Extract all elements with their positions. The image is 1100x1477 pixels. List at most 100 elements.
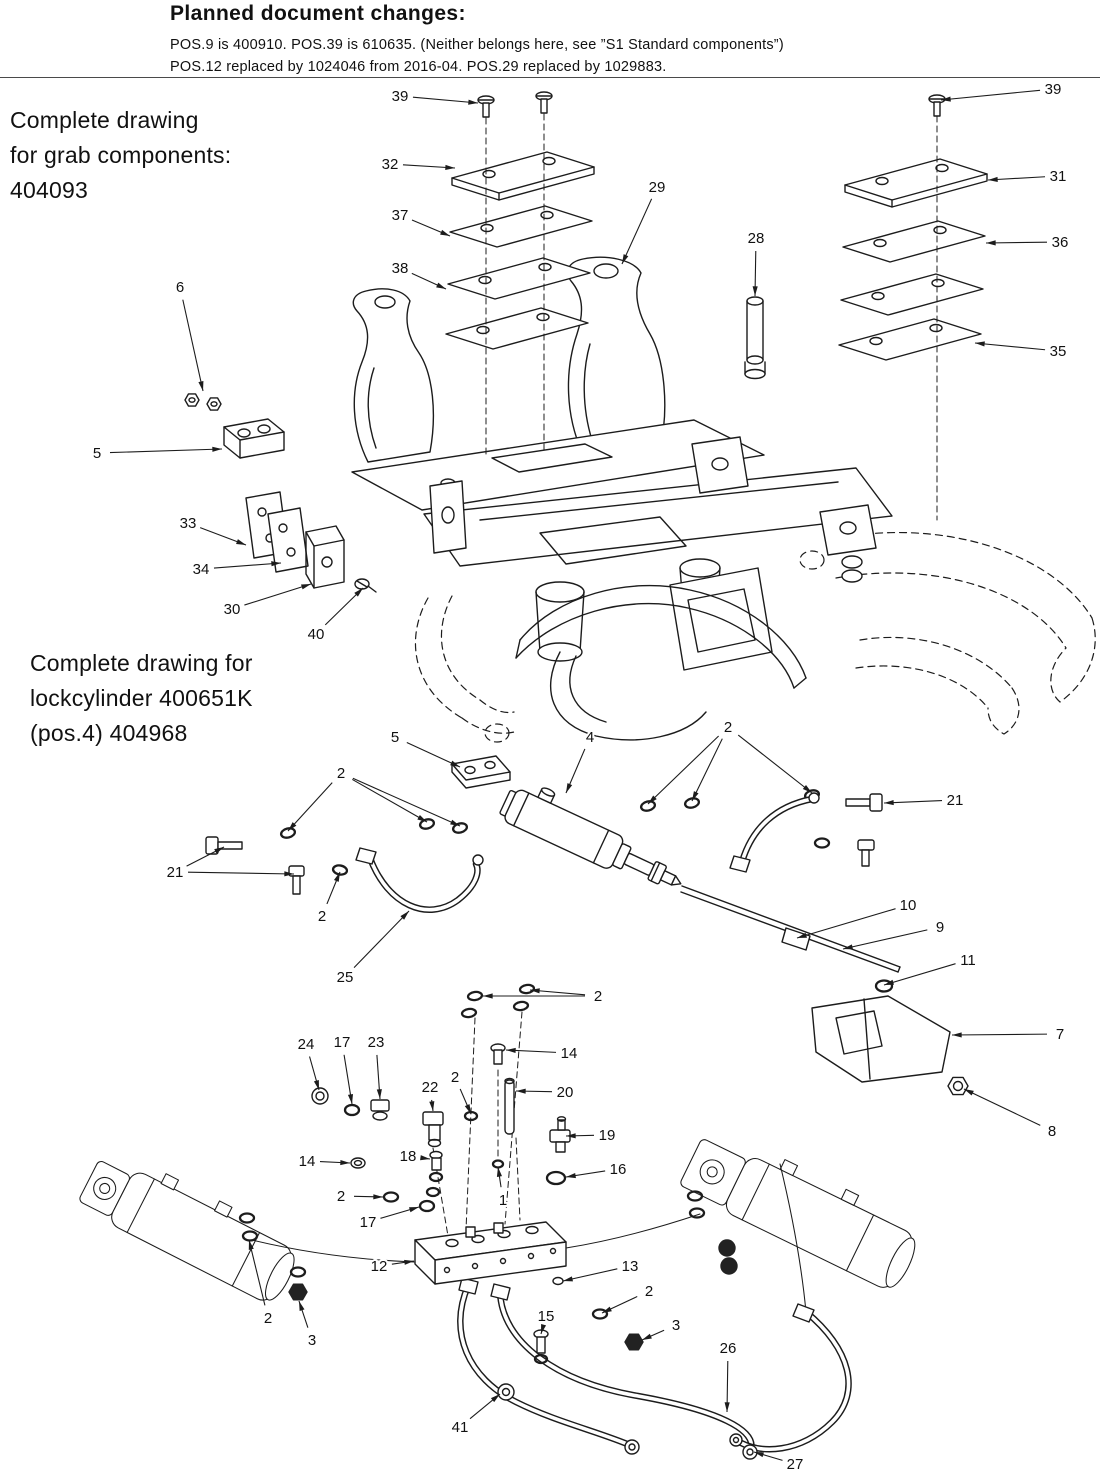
lock-note-line-3: (pos.4) 404968	[30, 720, 188, 746]
callout-32: 32	[382, 156, 399, 173]
callout-9: 9	[936, 919, 944, 936]
connector-pipes	[251, 1163, 807, 1313]
plates-33-34	[245, 491, 309, 573]
header-divider	[0, 77, 1100, 78]
wedge-7	[811, 995, 951, 1083]
grab-note-line-2: for grab components:	[10, 142, 232, 168]
lockcylinder-drawing-note: Complete drawing for lockcylinder 400651…	[30, 646, 253, 751]
callout-3: 3	[308, 1332, 316, 1349]
countersunk-screw-39-left-a	[477, 95, 495, 118]
fittings-cluster	[311, 1043, 609, 1365]
countersunk-screw-39-left-b	[535, 91, 553, 114]
screw-40	[354, 578, 377, 593]
manifold-block	[414, 1221, 567, 1286]
callout-10: 10	[900, 897, 917, 914]
lock-cylinder-4	[499, 787, 682, 886]
callout-35: 35	[1050, 343, 1067, 360]
grab-note-line-3: 404093	[10, 177, 88, 203]
lock-note-line-1: Complete drawing for	[30, 650, 253, 676]
callout-2: 2	[594, 988, 602, 1005]
rod-9-10	[680, 885, 901, 973]
callout-2: 2	[645, 1283, 653, 1300]
callout-4: 4	[586, 729, 594, 746]
callout-5: 5	[391, 729, 399, 746]
callout-31: 31	[1050, 168, 1067, 185]
lockcylinder-assembly	[205, 755, 969, 1237]
nuts-6	[184, 393, 222, 411]
hose-right	[729, 792, 820, 873]
callout-33: 33	[180, 515, 197, 532]
page-title: Planned document changes:	[170, 2, 466, 25]
callout-2: 2	[724, 719, 732, 736]
callout-24: 24	[298, 1036, 315, 1053]
callout-37: 37	[392, 207, 409, 224]
callout-6: 6	[176, 279, 184, 296]
nut-8	[947, 1076, 969, 1096]
grab-drawing-note: Complete drawing for grab components: 40…	[10, 103, 231, 208]
callout-18: 18	[400, 1148, 417, 1165]
callout-11: 11	[960, 952, 976, 969]
plate-5-lower	[451, 755, 511, 789]
callout-21: 21	[167, 864, 184, 881]
callout-34: 34	[193, 561, 210, 578]
callout-19: 19	[599, 1127, 616, 1144]
grab-frame	[351, 256, 893, 741]
callout-15: 15	[538, 1308, 555, 1325]
callout-29: 29	[649, 179, 666, 196]
hydraulic-cylinder-right	[680, 1139, 916, 1288]
callout-27: 27	[787, 1456, 804, 1473]
grab-note-line-1: Complete drawing	[10, 107, 199, 133]
header: Planned document changes: POS.9 is 40091…	[170, 2, 784, 78]
countersunk-screw-39-right	[928, 94, 946, 117]
lock-note-line-2: lockcylinder 400651K	[30, 685, 253, 711]
callout-1: 1	[499, 1192, 507, 1209]
callout-30: 30	[224, 601, 241, 618]
callout-39: 39	[392, 88, 409, 105]
callout-22: 22	[422, 1079, 439, 1096]
callout-26: 26	[720, 1340, 737, 1357]
callout-12: 12	[371, 1258, 388, 1275]
bracket-30	[305, 525, 345, 589]
hoses-bottom	[457, 1277, 852, 1460]
callout-41: 41	[452, 1419, 469, 1436]
callout-28: 28	[748, 230, 765, 247]
callout-2: 2	[318, 908, 326, 925]
hose-25	[355, 847, 484, 913]
callout-17: 17	[360, 1214, 377, 1231]
bolts-21	[205, 793, 883, 895]
callout-2: 2	[337, 765, 345, 782]
callout-8: 8	[1048, 1123, 1056, 1140]
callout-23: 23	[368, 1034, 385, 1051]
callout-16: 16	[610, 1161, 627, 1178]
note-line-2: POS.12 replaced by 1024046 from 2016-04.…	[170, 59, 667, 75]
callout-7: 7	[1056, 1026, 1064, 1043]
callout-38: 38	[392, 260, 409, 277]
callout-2: 2	[337, 1188, 345, 1205]
callout-20: 20	[557, 1084, 574, 1101]
shim-stack-right	[838, 158, 988, 361]
callout-5: 5	[93, 445, 101, 462]
callout-3: 3	[672, 1317, 680, 1334]
callout-14: 14	[299, 1153, 316, 1170]
callout-17: 17	[334, 1034, 351, 1051]
port-13	[552, 1276, 564, 1286]
cylinder-hardware	[238, 1190, 738, 1351]
callout-14: 14	[561, 1045, 578, 1062]
callout-13: 13	[622, 1258, 639, 1275]
bracket-5	[223, 418, 285, 459]
callout-39: 39	[1045, 81, 1062, 98]
grab-arms-dashed	[415, 531, 1096, 743]
callout-21: 21	[947, 792, 964, 809]
seal-rings-2	[460, 983, 536, 1019]
pin-28	[744, 296, 766, 380]
washer-11	[874, 979, 894, 993]
callout-25: 25	[337, 969, 354, 986]
note-line-1: POS.9 is 400910. POS.39 is 610635. (Neit…	[170, 37, 784, 53]
screw-centerlines	[485, 113, 938, 521]
callout-2: 2	[451, 1069, 459, 1086]
callout-36: 36	[1052, 234, 1069, 251]
callout-2: 2	[264, 1310, 272, 1327]
shim-stack-left	[445, 151, 595, 350]
